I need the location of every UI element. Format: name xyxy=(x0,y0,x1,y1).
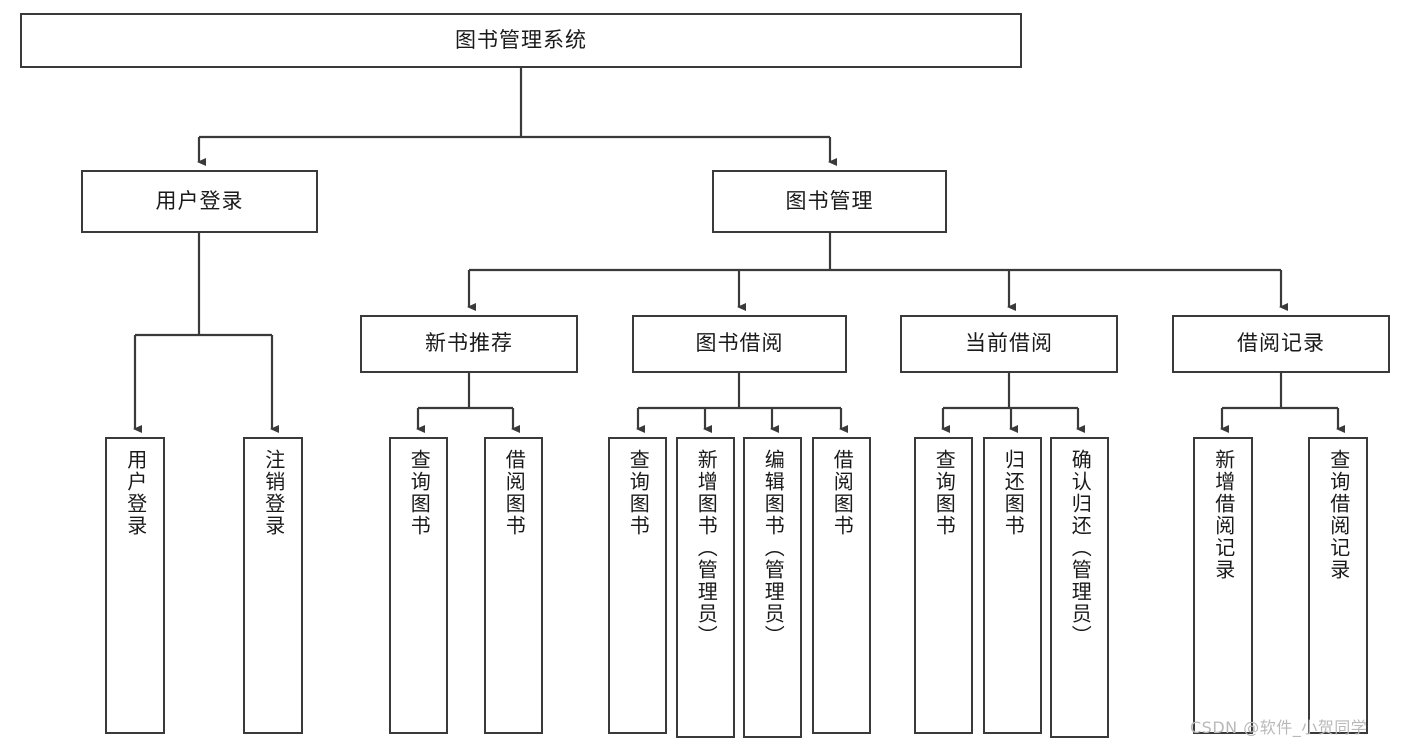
leaf-record-query-record[interactable]: 查询借阅记录 xyxy=(1308,437,1368,734)
csdn-watermark: CSDN @软件_小贺同学 xyxy=(1190,718,1368,737)
node-book-borrow[interactable]: 图书借阅 xyxy=(632,315,847,373)
node-label: 图书管理 xyxy=(785,188,874,213)
node-label: 查询图书 xyxy=(932,449,957,537)
node-label: 用户登录 xyxy=(123,449,148,537)
node-user-login[interactable]: 用户登录 xyxy=(81,170,318,233)
node-label: 用户登录 xyxy=(155,188,244,213)
leaf-current-confirm-return-admin[interactable]: 确认归还（管理员） xyxy=(1050,437,1109,738)
node-label: 归还图书 xyxy=(1001,449,1026,537)
node-label: 借阅记录 xyxy=(1237,331,1325,356)
leaf-borrow-borrow-book[interactable]: 借阅图书 xyxy=(812,437,871,734)
leaf-recommend-borrow-book[interactable]: 借阅图书 xyxy=(484,437,543,734)
node-root-system[interactable]: 图书管理系统 xyxy=(20,13,1022,68)
leaf-recommend-query-book[interactable]: 查询图书 xyxy=(389,437,448,734)
node-label: 查询图书 xyxy=(407,449,432,537)
node-label: 图书管理系统 xyxy=(455,27,587,52)
node-label: 图书借阅 xyxy=(695,331,784,356)
node-label: 当前借阅 xyxy=(965,331,1053,356)
leaf-borrow-edit-book-admin[interactable]: 编辑图书（管理员） xyxy=(743,437,802,738)
node-book-management[interactable]: 图书管理 xyxy=(712,170,947,233)
leaf-current-return-book[interactable]: 归还图书 xyxy=(983,437,1042,734)
node-current-borrow[interactable]: 当前借阅 xyxy=(900,315,1118,373)
node-label: 借阅图书 xyxy=(502,449,527,537)
leaf-user-login[interactable]: 用户登录 xyxy=(105,437,165,734)
node-borrow-record[interactable]: 借阅记录 xyxy=(1172,315,1390,373)
node-label: 编辑图书（管理员） xyxy=(761,449,786,647)
node-label: 查询图书 xyxy=(626,449,651,537)
leaf-user-logout[interactable]: 注销登录 xyxy=(243,437,303,734)
node-new-book-recommend[interactable]: 新书推荐 xyxy=(360,315,578,373)
leaf-borrow-add-book-admin[interactable]: 新增图书（管理员） xyxy=(676,437,735,738)
node-label: 新增借阅记录 xyxy=(1211,449,1236,581)
node-label: 新增图书（管理员） xyxy=(694,449,719,647)
node-label: 注销登录 xyxy=(261,449,286,537)
node-label: 查询借阅记录 xyxy=(1326,449,1351,581)
node-label: 借阅图书 xyxy=(830,449,855,537)
leaf-borrow-query-book[interactable]: 查询图书 xyxy=(608,437,667,734)
node-label: 确认归还（管理员） xyxy=(1068,449,1093,647)
node-label: 新书推荐 xyxy=(425,331,513,356)
leaf-record-add-record[interactable]: 新增借阅记录 xyxy=(1193,437,1253,734)
leaf-current-query-book[interactable]: 查询图书 xyxy=(914,437,973,734)
